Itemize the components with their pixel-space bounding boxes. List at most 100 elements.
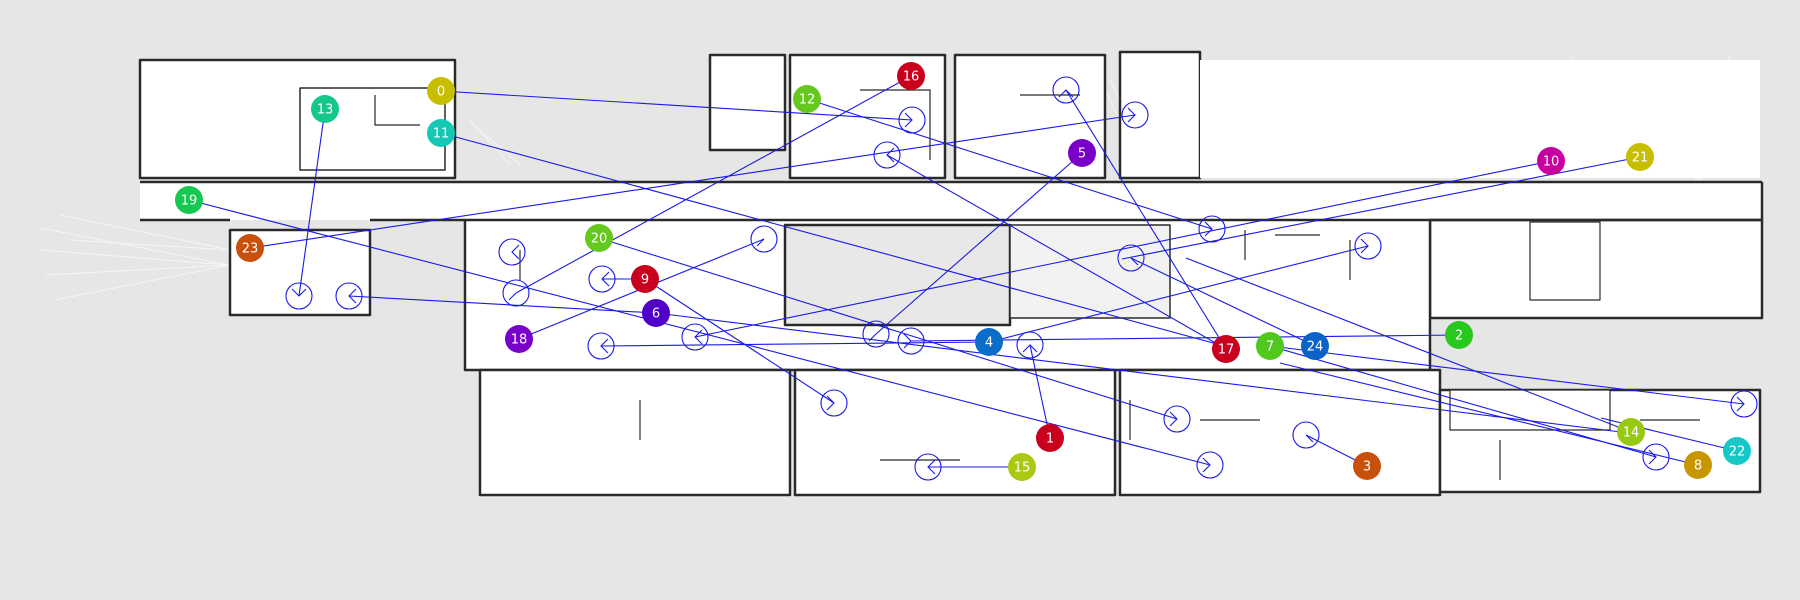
path-segment <box>694 160 1552 338</box>
goal-marker <box>1730 390 1758 418</box>
path-segment <box>1029 344 1051 439</box>
robot-marker-18[interactable]: 18 <box>505 325 533 353</box>
path-segment <box>348 295 657 314</box>
robot-label: 10 <box>1543 155 1560 170</box>
robot-label: 5 <box>1078 147 1086 162</box>
robot-dot <box>642 299 670 327</box>
robot-dot <box>427 77 455 105</box>
robot-marker-8[interactable]: 8 <box>1684 451 1712 479</box>
path-segment <box>644 278 835 404</box>
robot-label: 1 <box>1046 432 1054 447</box>
robot-marker-19[interactable]: 19 <box>175 186 203 214</box>
robot-label: 7 <box>1266 340 1274 355</box>
robot-marker-12[interactable]: 12 <box>793 85 821 113</box>
robot-marker-0[interactable]: 0 <box>427 77 455 105</box>
path-segment <box>655 312 1622 433</box>
goal-marker <box>873 141 901 169</box>
robot-marker-17[interactable]: 17 <box>1212 335 1240 363</box>
robot-label: 24 <box>1307 340 1324 355</box>
robot-dot <box>793 85 821 113</box>
interior-clutter <box>374 89 1700 480</box>
robot-dot <box>1353 452 1381 480</box>
robot-marker-20[interactable]: 20 <box>585 224 613 252</box>
goal-marker <box>1117 244 1145 272</box>
robot-label: 4 <box>985 336 993 351</box>
robot-label: 11 <box>433 127 450 142</box>
robot-label: 9 <box>641 273 649 288</box>
goal-marker <box>750 225 778 253</box>
robot-marker-5[interactable]: 5 <box>1068 139 1096 167</box>
path-segment <box>298 108 326 297</box>
robot-dot <box>1445 321 1473 349</box>
goal-marker <box>498 238 526 266</box>
goal-marker <box>898 106 926 134</box>
robot-marker-11[interactable]: 11 <box>427 119 455 147</box>
robot-label: 12 <box>799 93 816 108</box>
robot-dot <box>1723 437 1751 465</box>
robot-marker-15[interactable]: 15 <box>1008 453 1036 481</box>
path-segment <box>1130 257 1316 347</box>
goal-marker <box>1198 215 1226 243</box>
robot-dot <box>1537 147 1565 175</box>
goal-marker <box>1121 101 1149 129</box>
goal-marker <box>914 453 942 481</box>
robot-label: 23 <box>242 242 259 257</box>
goal-marker <box>502 279 530 307</box>
robot-dot <box>1212 335 1240 363</box>
robot-marker-21[interactable]: 21 <box>1626 143 1654 171</box>
robot-dot <box>1626 143 1654 171</box>
robot-marker-2[interactable]: 2 <box>1445 321 1473 349</box>
goal-marker <box>1292 421 1320 449</box>
goal-marker <box>1016 331 1044 359</box>
robot-label: 17 <box>1218 343 1235 358</box>
robot-marker-1[interactable]: 1 <box>1036 424 1064 452</box>
goal-marker <box>588 265 616 293</box>
robot-label: 18 <box>511 333 528 348</box>
path-segment <box>806 98 1213 230</box>
robot-label: 16 <box>903 70 920 85</box>
goal-marker <box>897 327 925 355</box>
robot-marker-22[interactable]: 22 <box>1723 437 1751 465</box>
robot-marker-6[interactable]: 6 <box>642 299 670 327</box>
robot-label: 6 <box>652 307 660 322</box>
path-segment <box>1269 345 1745 405</box>
robot-dot <box>631 265 659 293</box>
goal-marker <box>1052 76 1080 104</box>
robot-label: 21 <box>1632 151 1649 166</box>
robot-marker-4[interactable]: 4 <box>975 328 1003 356</box>
free-space <box>138 50 1764 497</box>
path-segment <box>440 132 1229 348</box>
robot-marker-10[interactable]: 10 <box>1537 147 1565 175</box>
corridor-walls <box>140 180 1764 222</box>
goal-marker <box>820 389 848 417</box>
path-segment <box>249 114 1136 249</box>
robot-dot <box>1684 451 1712 479</box>
robot-dot <box>1256 332 1284 360</box>
robot-marker-3[interactable]: 3 <box>1353 452 1381 480</box>
robot-dot <box>1617 418 1645 446</box>
robot-dot <box>427 119 455 147</box>
path-segment <box>1279 362 1699 466</box>
robot-label: 22 <box>1729 445 1746 460</box>
robot-dot <box>897 62 925 90</box>
robot-marker-9[interactable]: 9 <box>631 265 659 293</box>
robot-marker-13[interactable]: 13 <box>311 95 339 123</box>
robot-marker-24[interactable]: 24 <box>1301 332 1329 360</box>
robot-label: 3 <box>1363 460 1371 475</box>
goal-marker <box>1163 405 1191 433</box>
goal-marker <box>1642 443 1670 471</box>
robot-dot <box>1036 424 1064 452</box>
goal-marker <box>587 332 615 360</box>
robot-marker-23[interactable]: 23 <box>236 234 264 262</box>
robot-marker-14[interactable]: 14 <box>1617 418 1645 446</box>
robot-marker-16[interactable]: 16 <box>897 62 925 90</box>
robot-marker-7[interactable]: 7 <box>1256 332 1284 360</box>
robot-label: 19 <box>181 194 198 209</box>
robot-dot <box>1301 332 1329 360</box>
robot-label: 15 <box>1014 461 1031 476</box>
robot-dot <box>585 224 613 252</box>
path-segment <box>886 154 1227 350</box>
robot-label: 14 <box>1623 426 1640 441</box>
